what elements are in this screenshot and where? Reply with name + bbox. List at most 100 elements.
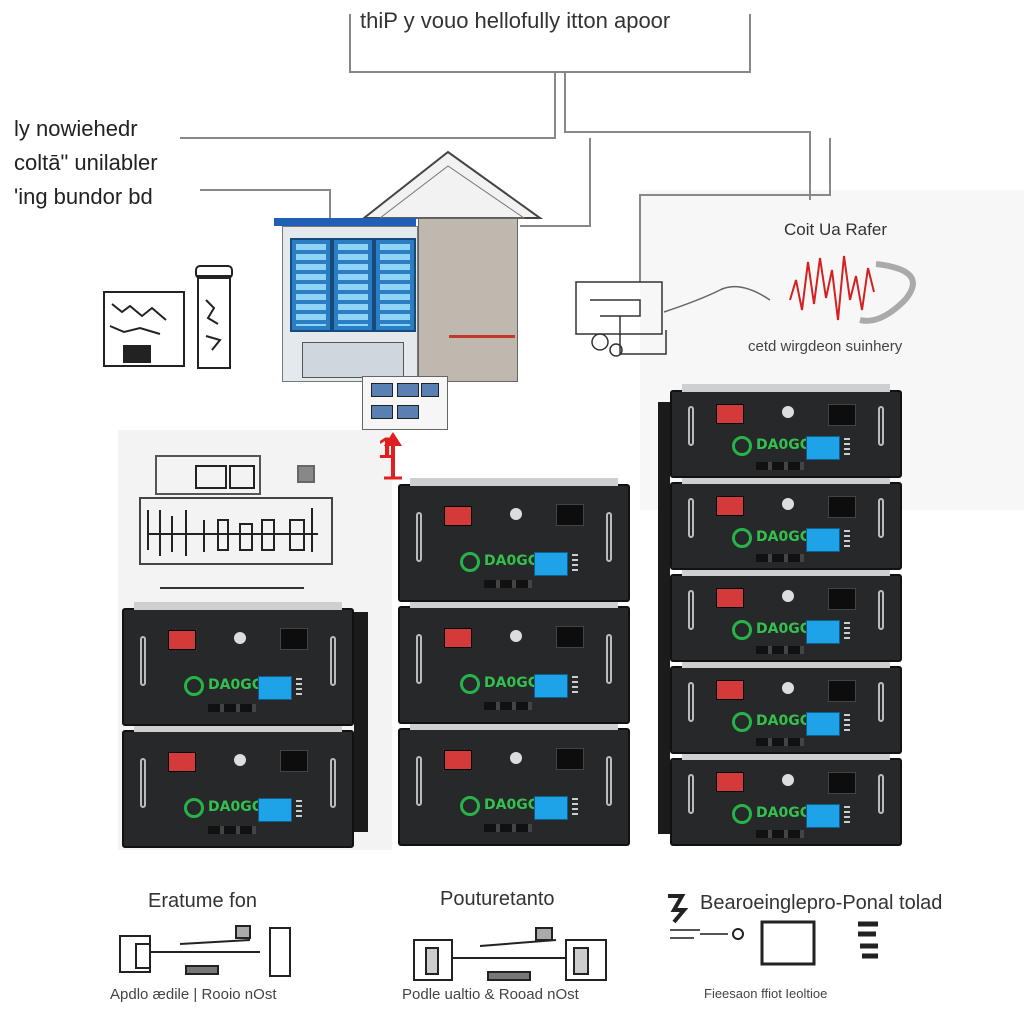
breaker-icon	[828, 680, 856, 702]
brand-logo-icon	[732, 620, 752, 640]
indicator-pins	[572, 676, 578, 694]
brand-logo-icon	[732, 712, 752, 732]
arrow-label: 1	[378, 432, 395, 465]
battery-module: DA0GG	[122, 602, 354, 726]
lcd-display	[806, 436, 840, 460]
module-brand: DA0GG	[208, 799, 264, 815]
bottom-subcaption-3: Fieesaon ffiot Ieoltioe	[704, 986, 828, 1001]
battery-module: DA0GG	[670, 568, 902, 662]
module-brand: DA0GG	[756, 713, 812, 729]
indicator-pins	[844, 806, 850, 824]
module-brand: DA0GG	[756, 805, 812, 821]
module-handle	[140, 636, 146, 686]
lcd-display	[806, 528, 840, 552]
module-handle	[606, 756, 612, 806]
indicator-pins	[572, 554, 578, 572]
module-top-lip	[134, 724, 342, 732]
module-handle	[688, 406, 694, 446]
power-switch-icon	[716, 404, 744, 424]
breaker-icon	[828, 772, 856, 794]
bottom-subcaption-1: Apdlo ædile | Rooio nOst	[110, 986, 277, 1003]
brand-logo-icon	[460, 552, 480, 572]
module-handle	[878, 774, 884, 814]
control-panel-sketch	[139, 455, 333, 565]
module-brand: DA0GG	[208, 677, 264, 693]
solar-panel-3	[374, 238, 416, 332]
module-handle	[878, 406, 884, 446]
solar-panel-1	[290, 238, 332, 332]
status-led-icon	[234, 754, 246, 766]
power-switch-icon	[444, 628, 472, 648]
module-brand: DA0GG	[756, 621, 812, 637]
power-switch-icon	[168, 630, 196, 650]
module-handle	[606, 512, 612, 562]
house-side-wall	[418, 218, 518, 382]
bottom-caption-3: Bearoeinglepro-Ponal tolad	[700, 892, 943, 914]
bottom-caption-2: Pouturetanto	[440, 888, 555, 910]
brand-logo-icon	[184, 798, 204, 818]
module-top-lip	[682, 384, 890, 392]
module-handle	[330, 758, 336, 808]
module-handle	[688, 682, 694, 722]
module-brand: DA0GG	[484, 797, 540, 813]
module-ports	[756, 554, 804, 562]
status-led-icon	[782, 590, 794, 602]
lcd-display	[806, 712, 840, 736]
brand-logo-icon	[732, 528, 752, 548]
breaker-icon	[828, 496, 856, 518]
bottom-schematic-2	[413, 927, 607, 981]
breaker-icon	[828, 588, 856, 610]
lcd-display	[534, 674, 568, 698]
power-switch-icon	[444, 750, 472, 770]
breaker-icon	[280, 750, 308, 772]
module-handle	[416, 512, 422, 562]
battery-module: DA0GG	[670, 384, 902, 478]
lcd-display	[534, 552, 568, 576]
module-ports	[756, 738, 804, 746]
power-switch-icon	[716, 496, 744, 516]
module-ports	[756, 830, 804, 838]
brand-logo-icon	[460, 674, 480, 694]
device-sketch-icon	[575, 281, 667, 357]
brand-logo-icon	[460, 796, 480, 816]
battery-module: DA0GG	[670, 660, 902, 754]
breaker-icon	[556, 626, 584, 648]
bottom-schematic-3	[668, 894, 878, 966]
brand-logo-icon	[732, 804, 752, 824]
module-handle	[878, 590, 884, 630]
indicator-pins	[844, 438, 850, 456]
right-rack-rail	[658, 402, 670, 834]
module-top-lip	[410, 722, 618, 730]
module-top-lip	[410, 600, 618, 608]
lcd-display	[258, 798, 292, 822]
battery-module: DA0GG	[670, 752, 902, 846]
module-ports	[756, 462, 804, 470]
house-roofline	[274, 218, 416, 226]
lcd-display	[534, 796, 568, 820]
status-led-icon	[782, 406, 794, 418]
right-panel-title: Coit Ua Rafer	[784, 220, 887, 239]
bottom-schematic-1	[119, 925, 291, 977]
breaker-icon	[556, 504, 584, 526]
house-roof	[361, 150, 544, 219]
status-led-icon	[782, 682, 794, 694]
inverter-unit	[362, 376, 448, 430]
battery-module: DA0GG	[398, 722, 630, 846]
status-led-icon	[782, 498, 794, 510]
indicator-pins	[296, 800, 302, 818]
indicator-pins	[296, 678, 302, 696]
red-arrow-icon	[384, 432, 402, 480]
module-brand: DA0GG	[484, 553, 540, 569]
module-handle	[606, 634, 612, 684]
module-handle	[688, 590, 694, 630]
power-switch-icon	[716, 588, 744, 608]
appliance-sketch-icon	[103, 265, 233, 369]
module-handle	[416, 634, 422, 684]
module-ports	[484, 824, 532, 832]
module-brand: DA0GG	[484, 675, 540, 691]
module-top-lip	[410, 478, 618, 486]
battery-module: DA0GG	[398, 600, 630, 724]
module-top-lip	[134, 602, 342, 610]
battery-module: DA0GG	[670, 476, 902, 570]
